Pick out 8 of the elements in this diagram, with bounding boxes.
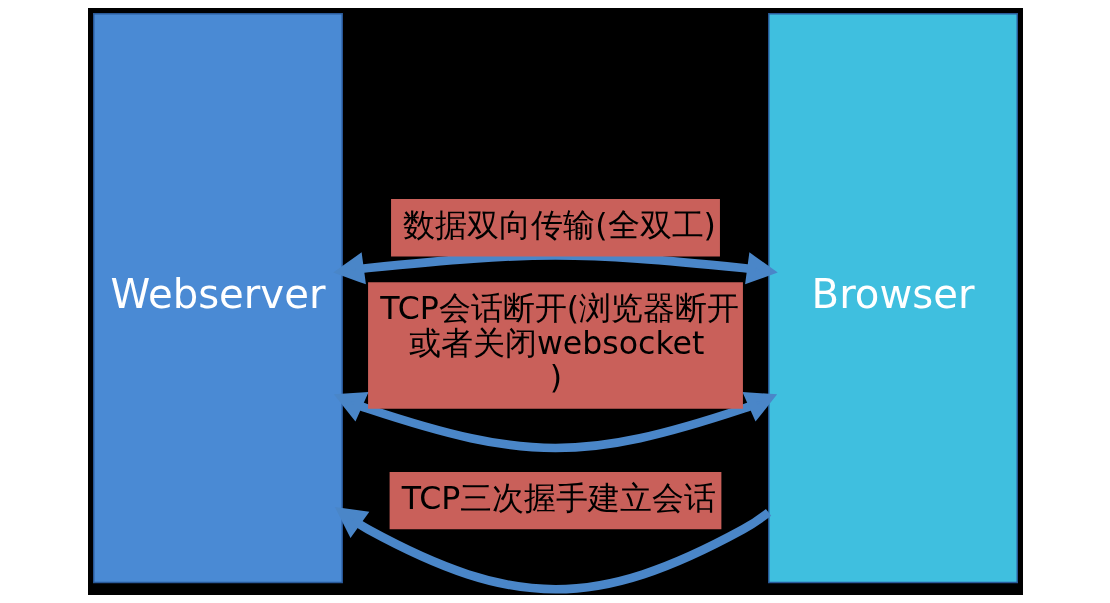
edge-label: 数据双向传输(全双工) — [402, 206, 716, 243]
edge-label: TCP三次握手建立会话 — [401, 479, 716, 516]
arrow — [334, 507, 771, 594]
node-box: Browser — [767, 13, 1018, 584]
edge-label: TCP会话断开(浏览器断开或者关闭websocket) — [379, 290, 739, 396]
arrow — [333, 392, 777, 453]
node-box: Webserver — [92, 13, 343, 584]
arrow — [332, 251, 778, 285]
